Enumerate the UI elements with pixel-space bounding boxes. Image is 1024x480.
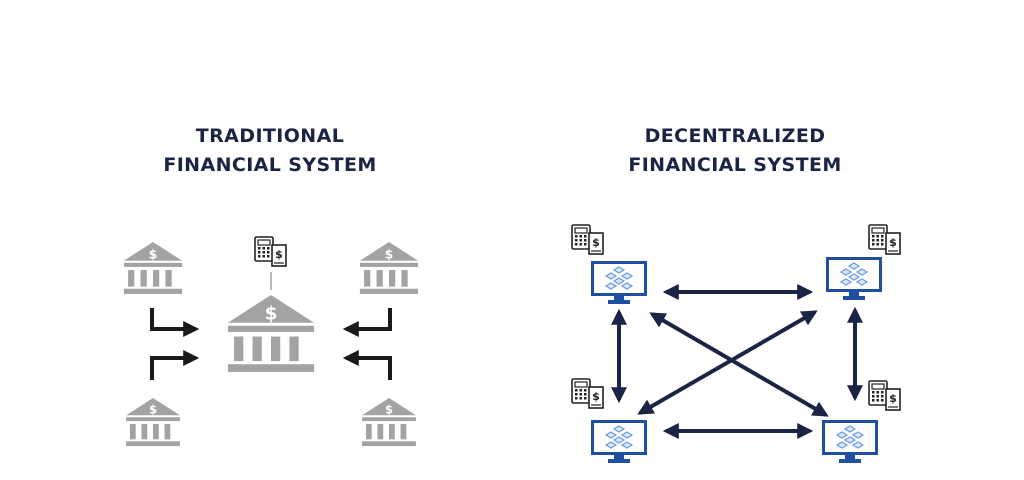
computer-blockchain-icon-bottom-left [591,420,647,465]
arrow-diagonal-up [637,310,818,415]
calculator-document-icon-top-right [868,224,901,255]
bank-icon-bottom-left [126,398,180,447]
arrow-top-left-to-bank [150,308,200,337]
decentralized-title-line1: DECENTRALIZED [644,125,826,147]
calculator-document-icon-top-left [571,224,604,255]
computer-blockchain-icon-top-right [826,257,882,302]
decentralized-system [571,224,901,465]
arrow-diagonal-down [649,312,829,417]
traditional-system [123,236,419,447]
decentralized-title-line2: FINANCIAL SYSTEM [628,154,842,176]
bank-icon-top-right [359,242,419,294]
calculator-document-icon-bottom-right [868,380,901,411]
bank-icon-top-left [123,242,183,294]
calculator-document-icon-central [254,236,287,267]
computer-blockchain-icon-bottom-right [822,420,878,465]
bank-icon-bottom-right [362,398,416,447]
central-bank-icon [227,295,315,372]
traditional-title-line1: TRADITIONAL [195,125,345,147]
arrow-bottom-left-to-bank [150,350,200,380]
traditional-title-line2: FINANCIAL SYSTEM [163,154,377,176]
traditional-system-title: TRADITIONAL FINANCIAL SYSTEM [140,122,400,180]
calculator-document-icon-bottom-left [571,378,604,409]
arrow-top-right-to-bank [342,308,392,337]
decentralized-system-title: DECENTRALIZED FINANCIAL SYSTEM [605,122,865,180]
arrow-bottom-right-to-bank [342,350,392,380]
computer-blockchain-icon-top-left [591,261,647,306]
